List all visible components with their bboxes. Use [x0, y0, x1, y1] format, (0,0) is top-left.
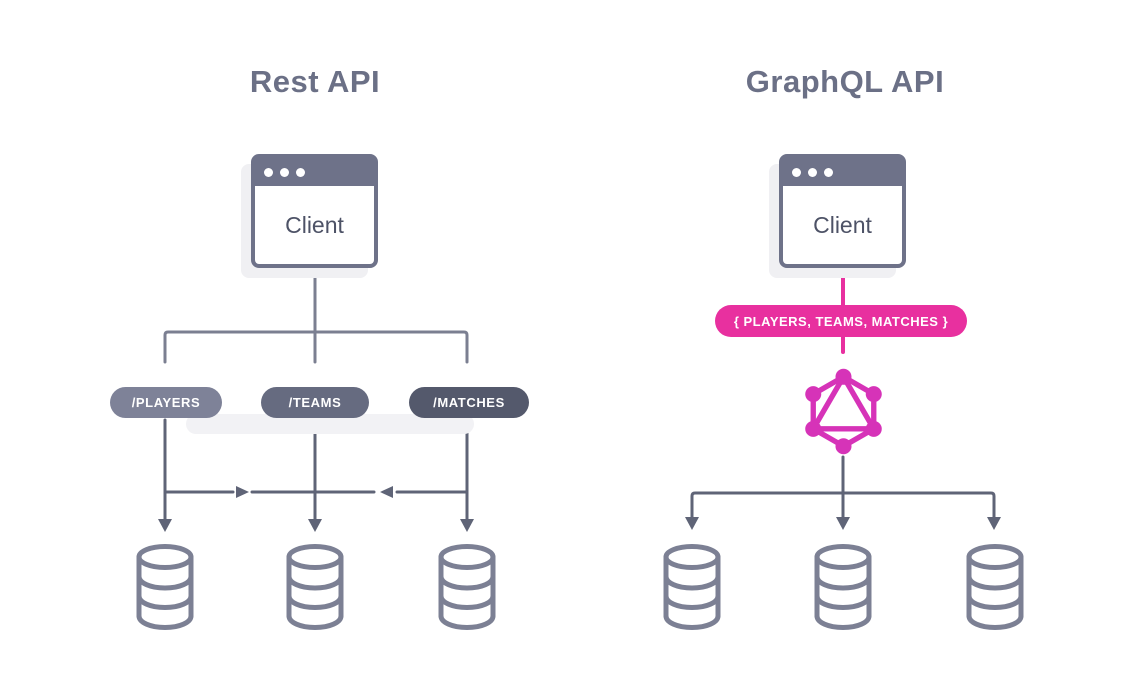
window-dot-icon	[296, 167, 305, 177]
database-icon	[660, 543, 724, 631]
rest-client-window: Client	[251, 154, 378, 268]
database-icon	[963, 543, 1027, 631]
graphql-client-window: Client	[779, 154, 906, 268]
client-label: Client	[813, 211, 872, 238]
rest-endpoint-db-arrows	[158, 418, 474, 532]
endpoint-pills-shadow	[186, 414, 474, 434]
window-dot-icon	[808, 167, 817, 177]
graphql-query-pill: { PLAYERS, TEAMS, MATCHES }	[715, 305, 967, 337]
browser-titlebar	[783, 158, 902, 186]
client-label: Client	[285, 211, 344, 238]
endpoint-pill-matches: /MATCHES	[409, 387, 529, 418]
window-dot-icon	[824, 167, 833, 177]
window-dot-icon	[264, 167, 273, 177]
endpoint-pill-players: /PLAYERS	[110, 387, 222, 418]
window-dot-icon	[792, 167, 801, 177]
graphql-logo-icon	[799, 367, 888, 456]
browser-titlebar	[255, 158, 374, 186]
graphql-db-branch-arrows	[685, 455, 1001, 530]
window-dot-icon	[280, 167, 289, 177]
database-icon	[133, 543, 197, 631]
rest-client-branch-lines	[163, 266, 469, 364]
database-icon	[283, 543, 347, 631]
right-arrowhead-icon	[236, 486, 249, 498]
rest-api-title: Rest API	[249, 64, 381, 99]
database-icon	[811, 543, 875, 631]
left-arrowhead-icon	[380, 486, 393, 498]
graphql-api-title: GraphQL API	[745, 64, 945, 99]
database-icon	[435, 543, 499, 631]
endpoint-pill-teams: /TEAMS	[261, 387, 369, 418]
